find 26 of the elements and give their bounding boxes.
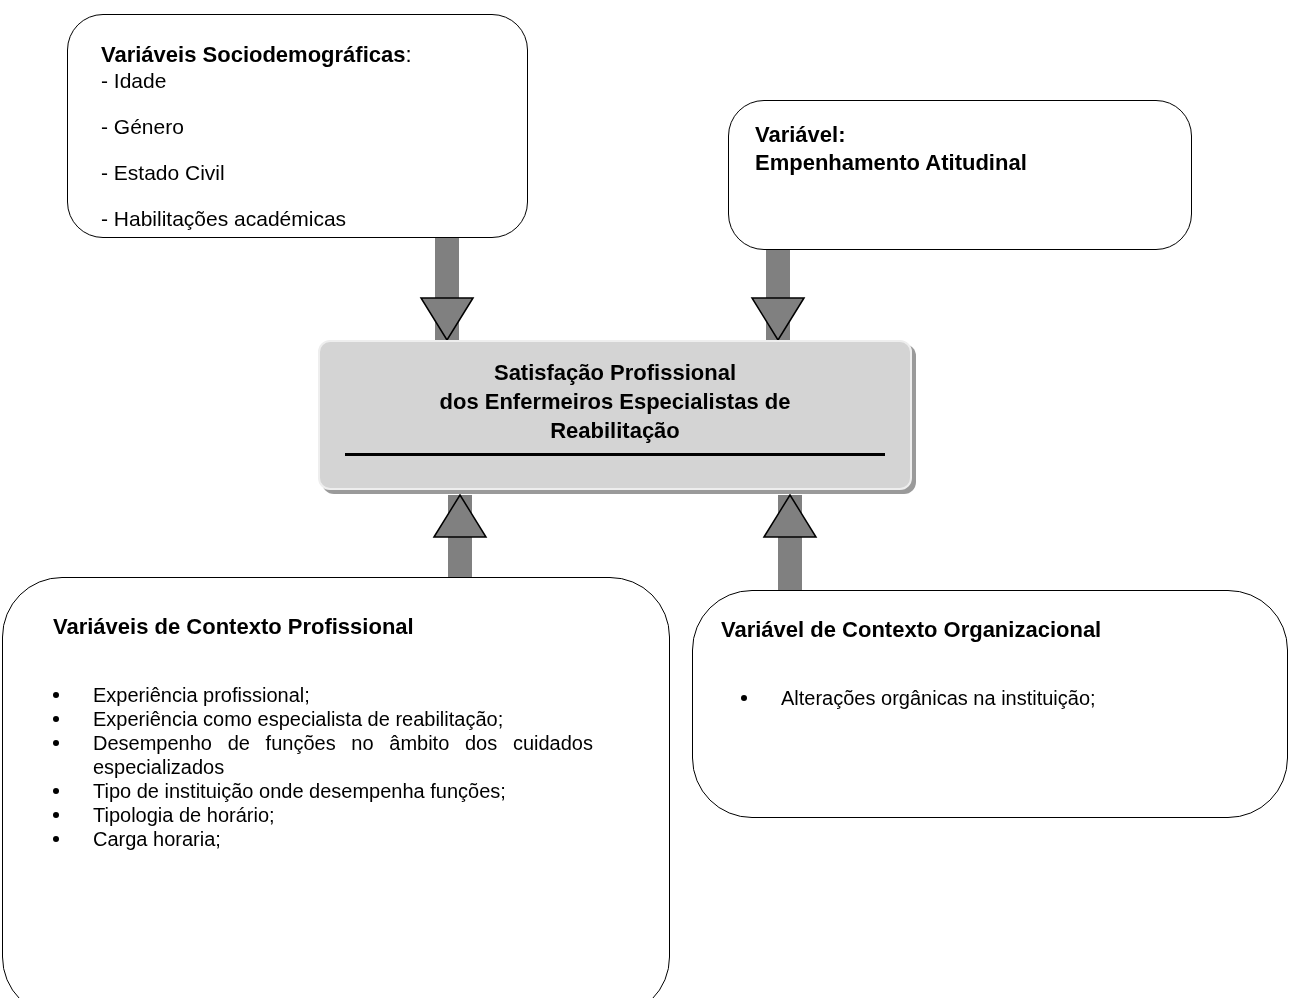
- variable-box: [728, 100, 1192, 250]
- block-arrow: [763, 494, 817, 590]
- box-heading: Variáveis Sociodemográficas:: [101, 41, 412, 69]
- list-item: Experiência profissional;: [93, 683, 311, 707]
- variable-box: [67, 14, 528, 238]
- block-arrow: [433, 494, 487, 577]
- list-item: - Género: [101, 115, 184, 139]
- list-item: - Idade: [101, 69, 167, 93]
- list-item: Carga horaria;: [93, 827, 222, 851]
- list-item: Tipologia de horário;: [93, 803, 276, 827]
- central-title: dos Enfermeiros Especialistas de Reabilitação: [438, 388, 792, 445]
- box-heading: Variável de Contexto Organizacional: [721, 616, 1102, 644]
- list-item: - Estado Civil: [101, 161, 225, 185]
- box-heading: Variável:: [755, 121, 846, 149]
- box-heading: Empenhamento Atitudinal: [755, 149, 1027, 177]
- list-item: Tipo de instituição onde desempenha funções;: [93, 779, 507, 803]
- block-arrow: [420, 238, 474, 341]
- list-item: - Habilitações académicas: [101, 207, 347, 231]
- list-item: Experiência como especialista de reabilitação;: [93, 707, 505, 731]
- box-heading: Variáveis de Contexto Profissional: [53, 613, 414, 641]
- central-title: Satisfação Profissional: [492, 359, 738, 387]
- variable-box: [692, 590, 1288, 818]
- variable-box: [2, 577, 670, 998]
- block-arrow: [751, 250, 805, 341]
- list-item: Alterações orgânicas na instituição;: [781, 686, 1096, 710]
- list-item: Desempenho de funções no âmbito dos cuidados especializados: [93, 731, 593, 779]
